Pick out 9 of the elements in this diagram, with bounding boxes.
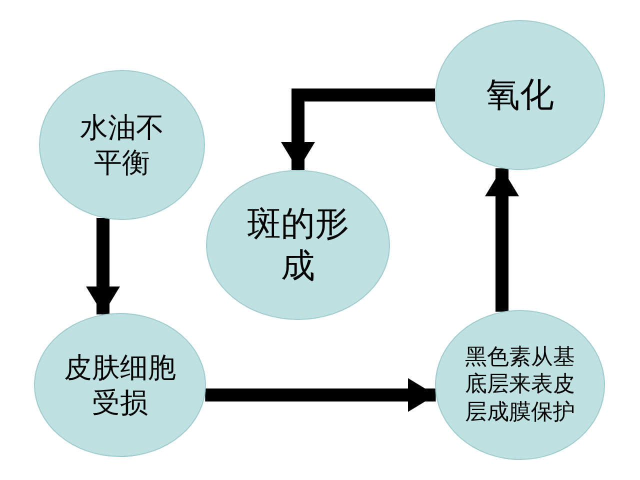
node-label: 皮肤细胞受损 (62, 350, 177, 420)
arrow (281, 88, 435, 170)
node-label: 水油不平衡 (78, 110, 165, 180)
arrow (485, 168, 519, 312)
node-label: 斑的形成 (246, 202, 350, 288)
node-label: 黑色素从基底层来表皮层成膜保护 (464, 344, 576, 426)
node-label: 氧化 (484, 74, 555, 116)
arrow (86, 218, 120, 314)
arrow (205, 378, 436, 412)
